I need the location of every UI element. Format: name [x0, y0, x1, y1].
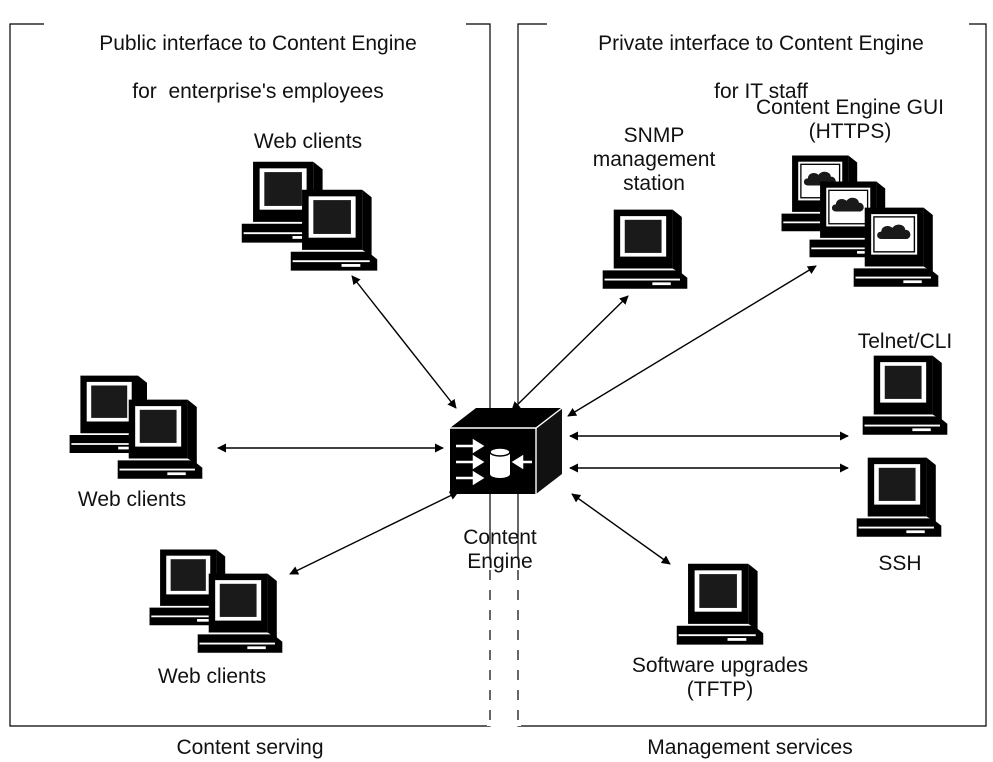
caption-content-serving: Content serving — [176, 736, 324, 759]
workstation-icon-snmp — [601, 208, 689, 290]
private-panel-frame — [517, 23, 987, 727]
caption-management-services: Management services — [647, 736, 853, 759]
arrow-web-clients-bottom — [289, 491, 459, 575]
workstation-icon-ssh — [855, 456, 943, 538]
workstation-icon-software — [675, 562, 765, 646]
arrow-web-clients-top — [351, 275, 457, 409]
public-panel-title: Public interface to Content Engine for e… — [50, 8, 466, 104]
cloud-screen-icon-gui-c — [852, 206, 940, 288]
label-software: Software upgrades (TFTP) — [631, 654, 809, 701]
workstation-icon-web-left-b — [116, 398, 204, 480]
arrow-software — [571, 493, 671, 565]
label-web-clients-top: Web clients — [253, 130, 363, 153]
arrow-snmp — [511, 295, 629, 411]
public-panel-frame — [9, 23, 491, 727]
panel-divider — [487, 560, 521, 726]
connection-arrows — [217, 265, 849, 575]
public-panel-title-line2: for enterprise's employees — [132, 80, 384, 103]
workstation-icon-web-top-b — [289, 188, 379, 272]
label-telnet: Telnet/CLI — [857, 330, 953, 353]
arrow-gui — [567, 265, 817, 417]
workstation-icon-web-bottom-b — [196, 572, 284, 654]
workstation-icon-telnet — [861, 354, 949, 436]
private-panel-title: Private interface to Content Engine for … — [553, 8, 969, 104]
private-panel-title-line1: Private interface to Content Engine — [598, 32, 924, 55]
label-content-engine: Content Engine — [463, 526, 537, 573]
content-engine-icon — [450, 407, 563, 494]
private-panel-title-line2: for IT staff — [714, 80, 808, 103]
label-snmp: SNMP management station — [592, 124, 716, 195]
label-web-clients-bottom: Web clients — [157, 665, 267, 688]
label-gui: Content Engine GUI (HTTPS) — [756, 96, 944, 143]
label-web-clients-left: Web clients — [77, 488, 187, 511]
public-panel-title-line1: Public interface to Content Engine — [99, 32, 417, 55]
label-ssh: SSH — [878, 552, 922, 575]
